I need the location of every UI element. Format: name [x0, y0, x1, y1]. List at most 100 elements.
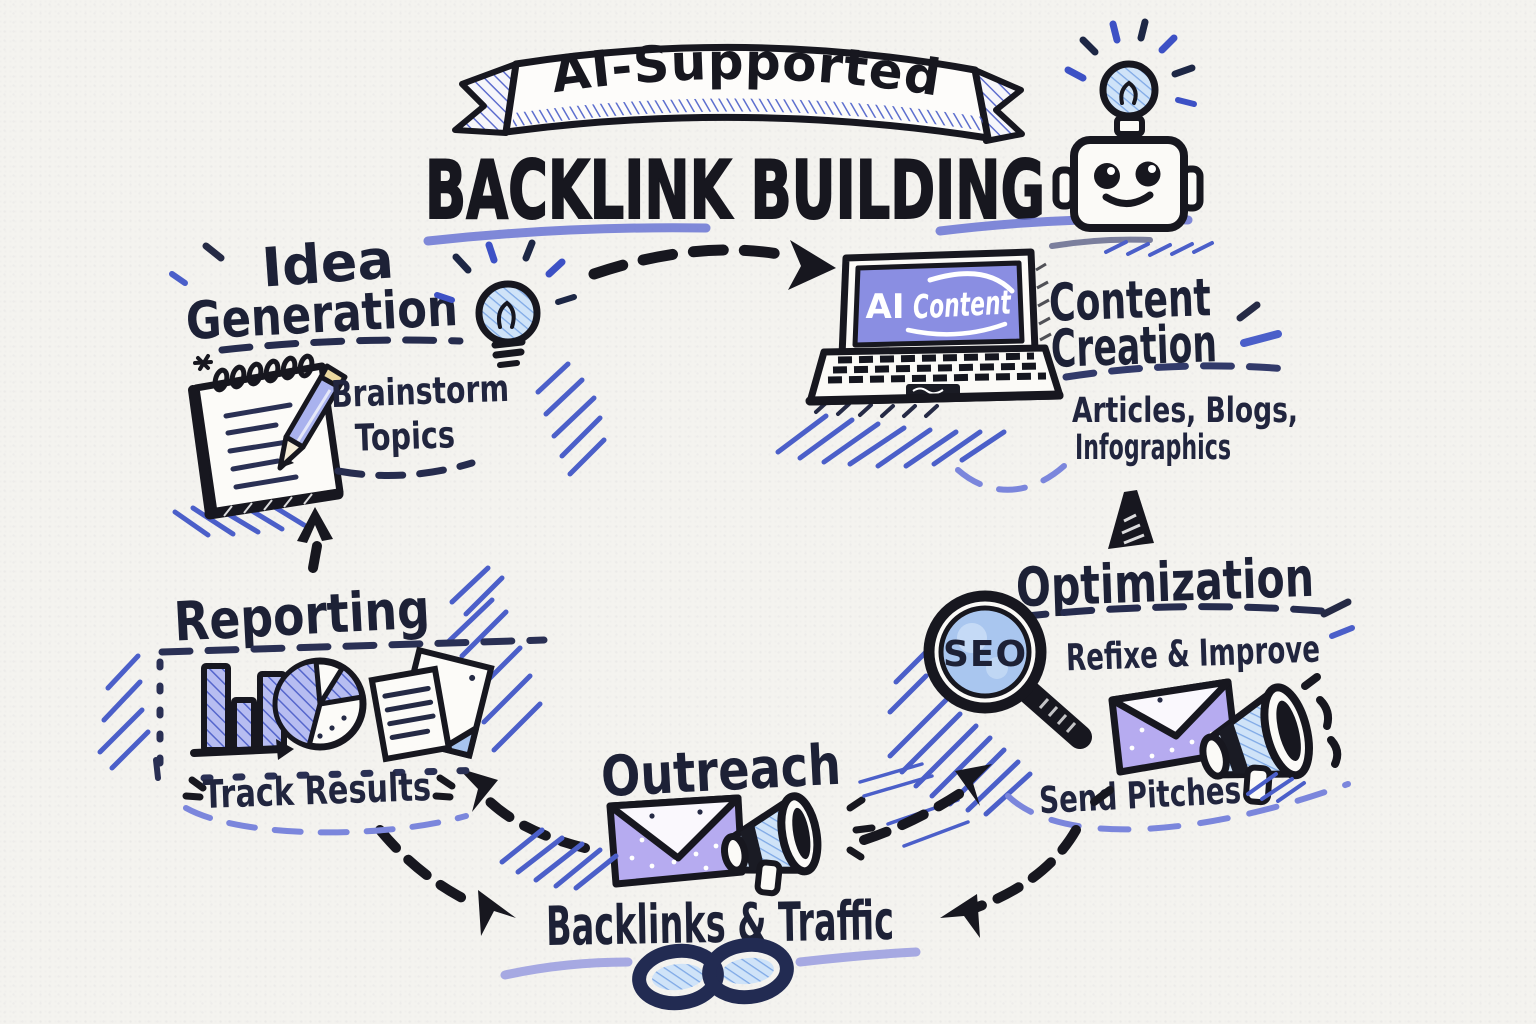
- chain-link-left: [632, 943, 724, 1011]
- arrow-content-to-optimization: [1108, 490, 1154, 549]
- hatch-between-outreach-backlinks: [499, 827, 619, 891]
- glass-gleam-2: [986, 657, 1008, 679]
- pie-slice-small: [317, 664, 365, 707]
- robot-head-icon: [1049, 18, 1214, 257]
- content-dashed-underline: [1062, 362, 1292, 381]
- backlinks-swooshes: [500, 947, 921, 980]
- bar-2: [231, 697, 257, 753]
- reporting-title: Reporting: [172, 577, 431, 653]
- robot-bulb: [1099, 60, 1159, 120]
- arrow-optimization-to-backlinks: [940, 786, 1114, 938]
- magnifier-handle: [1018, 681, 1092, 749]
- megaphone-icon-optimization: [1199, 683, 1313, 806]
- pencil-icon: [277, 363, 348, 471]
- megaphone-emphasis-marks: [1301, 673, 1342, 768]
- idea-title-line1: Idea: [260, 227, 396, 299]
- bar-chart-icon: [190, 663, 294, 760]
- idea-accent-dashes: [169, 242, 225, 286]
- outreach-emphasis-marks: [846, 796, 876, 861]
- idea-sub-line2: Topics: [354, 413, 455, 459]
- banner-shade-strip: [512, 98, 984, 131]
- chain-hole-left: [652, 963, 704, 991]
- megaphone-back: [1199, 733, 1230, 780]
- arrowhead: [788, 240, 836, 290]
- optimization-sub: Refixe & Improve: [1065, 628, 1320, 680]
- robot-bulb-rays: [1064, 18, 1197, 107]
- reporting-sub: Track Results: [202, 765, 431, 818]
- robot-eye-right-highlight: [1148, 165, 1156, 173]
- track-results-emphasis-left: [182, 776, 207, 801]
- pitches-hatch: [1246, 772, 1306, 803]
- section-backlinks: Backlinks & Traffic: [500, 889, 921, 1011]
- pitches-dashed-curve: [1005, 781, 1351, 833]
- arrow-idea-to-content: [588, 240, 836, 290]
- section-content-creation: AI Content Content Creation Articles, Bl…: [775, 248, 1298, 493]
- idea-sub-dashed-arc: [334, 459, 476, 479]
- pie-dots: [317, 715, 347, 739]
- arrowhead: [297, 507, 333, 543]
- robot-smile: [1102, 191, 1154, 207]
- megaphone-icon-outreach: [720, 792, 822, 897]
- arrow-reporting-to-idea: [297, 507, 333, 573]
- chain-hole-right: [722, 957, 774, 985]
- seo-label: SEO: [943, 634, 1027, 675]
- chain-link-right: [702, 937, 794, 1005]
- laptop-keys: [827, 352, 1047, 384]
- laptop-screen: [852, 260, 1025, 348]
- section-optimization: Optimization SEO: [887, 546, 1355, 833]
- robot-shadow: [1049, 236, 1214, 257]
- lightbulb-rays: [434, 239, 577, 305]
- content-title-line1: Content: [1048, 268, 1212, 334]
- arrowhead: [940, 894, 980, 938]
- pencil-graphite: [280, 459, 294, 468]
- track-results-emphasis-right: [432, 774, 456, 801]
- magnifier-handle-ticks: [1038, 698, 1077, 733]
- megaphone-band: [740, 823, 766, 872]
- megaphone-opening: [792, 807, 811, 860]
- idea-hatch-right: [535, 361, 607, 477]
- arrow-reporting-to-backlinks: [375, 825, 516, 936]
- idea-dashed-underline: [218, 336, 464, 354]
- pencil-wood-tip: [277, 434, 306, 471]
- arrow-outreach-to-reporting: [458, 768, 590, 853]
- notepad-clip-star: [193, 354, 213, 371]
- lightbulb-filament: [496, 300, 516, 329]
- touchpad-scribble: [912, 387, 944, 395]
- notepad-edge-ticks: [223, 493, 313, 517]
- megaphone-opening: [1276, 700, 1301, 761]
- optimization-pitch-label: Send Pitches: [1038, 769, 1242, 823]
- title-banner: AI-Supported: [452, 33, 1025, 144]
- section-idea-generation: Idea Generation: [169, 227, 607, 538]
- lightbulb-glass: [475, 280, 541, 346]
- laptop-frame-hatch: [1035, 262, 1052, 342]
- flap-dot: [649, 813, 655, 819]
- envelope-speckles: [629, 837, 719, 871]
- envelope-icon-outreach: [606, 794, 746, 888]
- pie-slice-large: [272, 658, 323, 749]
- arrow-texture: [1121, 513, 1145, 545]
- optimization-accent-dashes: [1320, 598, 1355, 639]
- flap-dot: [1157, 697, 1163, 703]
- arrowhead: [478, 890, 516, 936]
- laptop-icon: AI Content: [775, 248, 1067, 493]
- robot-bulb-filament: [1119, 80, 1138, 105]
- doc-front-page: [368, 665, 453, 763]
- screen-swoosh-top: [927, 271, 1015, 294]
- arrowhead: [458, 768, 498, 812]
- envelope-flap: [1108, 678, 1232, 740]
- glass-gleam: [957, 623, 987, 653]
- chain-link-icon: [632, 937, 794, 1011]
- screen-swoosh-bottom: [905, 321, 1008, 337]
- section-reporting: Reporting: [97, 565, 548, 836]
- bar-1: [201, 663, 231, 753]
- pencil-band: [318, 363, 348, 390]
- laptop-base-edge: [805, 390, 1064, 406]
- content-sub-line1: Articles, Blogs,: [1072, 391, 1298, 431]
- megaphone-band: [1218, 722, 1250, 774]
- optimization-dashed-underline: [1014, 603, 1326, 621]
- laptop-screen-content-text: Content: [912, 282, 1013, 326]
- robot-eye-left: [1094, 163, 1120, 189]
- idea-sub-line1: Brainstorm: [330, 367, 509, 416]
- robot-bulb-base: [1114, 115, 1145, 137]
